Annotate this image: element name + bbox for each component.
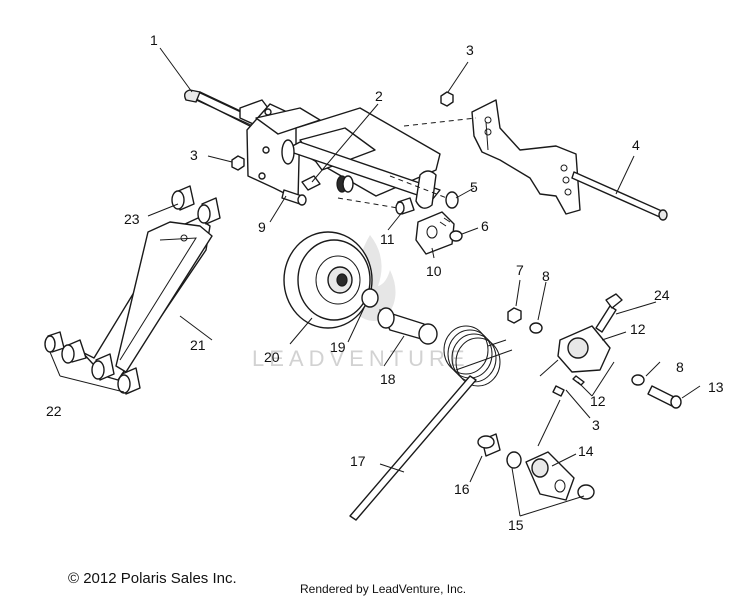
part-20-idler-wheel [283, 231, 373, 329]
part-19-ring [361, 288, 379, 308]
callout-24: 24 [654, 287, 670, 303]
callout-11: 11 [380, 231, 395, 247]
part-16-bushing [477, 433, 501, 457]
callout-20: 20 [264, 349, 280, 365]
callout-12: 12 [630, 321, 646, 337]
callout-9: 9 [258, 219, 266, 235]
callout-15: 15 [508, 517, 524, 533]
callout-23: 23 [124, 211, 140, 227]
watermark-text: LEADVENTURE [252, 346, 470, 371]
part-24-bolt [595, 293, 623, 333]
part-22-bushings [44, 331, 141, 395]
callout-4: 4 [632, 137, 640, 153]
callout-2: 2 [375, 88, 383, 104]
callout-17: 17 [350, 453, 366, 469]
part-18-sleeve [377, 307, 438, 345]
alignment-line [389, 175, 453, 201]
part-spring-pivot [557, 325, 611, 373]
part-15-ring [577, 484, 595, 500]
part-3-nut-top [440, 91, 454, 107]
alignment-line [337, 197, 411, 211]
part-8-washer [529, 322, 543, 334]
callout-3: 3 [466, 42, 474, 58]
callout-6: 6 [481, 218, 489, 234]
callout-12: 12 [590, 393, 606, 409]
part-13-bolt [647, 385, 682, 409]
callout-22: 22 [46, 403, 62, 419]
part-2-bushing [301, 175, 354, 193]
alignment-line [403, 117, 477, 127]
part-1-torque-arm [183, 89, 441, 209]
callout-3: 3 [592, 417, 600, 433]
part-3-nut-left [231, 155, 245, 171]
callout-13: 13 [708, 379, 724, 395]
callout-1: 1 [150, 32, 158, 48]
part-3-set-screw [552, 385, 565, 397]
part-17-spring [349, 325, 507, 521]
callout-10: 10 [426, 263, 442, 279]
callout-8: 8 [542, 268, 550, 284]
part-7-nut [507, 307, 522, 324]
copyright-text: © 2012 Polaris Sales Inc. [68, 570, 237, 587]
part-21-arm [81, 217, 213, 381]
callout-14: 14 [578, 443, 594, 459]
part-6-ring [449, 230, 463, 242]
callout-16: 16 [454, 481, 470, 497]
part-12-pin [572, 375, 585, 386]
callout-18: 18 [380, 371, 396, 387]
part-5-spacer [445, 191, 459, 209]
leader-lines [49, 47, 701, 517]
part-14-arm [525, 451, 575, 501]
callout-5: 5 [470, 179, 478, 195]
callout-8: 8 [676, 359, 684, 375]
part-10-block [415, 211, 455, 255]
part-9-bolt [281, 189, 307, 206]
callout-21: 21 [190, 337, 206, 353]
rendered-by-text: Rendered by LeadVenture, Inc. [300, 582, 467, 596]
part-23-bushings [171, 185, 221, 225]
callout-7: 7 [516, 262, 524, 278]
part-8-washer [631, 374, 645, 386]
callout-labels: 1 2 3 3 4 5 6 7 8 8 9 10 11 12 12 13 14 … [46, 32, 724, 533]
part-rear-bracket [471, 99, 668, 221]
callout-3: 3 [190, 147, 198, 163]
part-11-bushing [395, 197, 415, 215]
part-15-washer [506, 451, 522, 469]
callout-19: 19 [330, 339, 346, 355]
